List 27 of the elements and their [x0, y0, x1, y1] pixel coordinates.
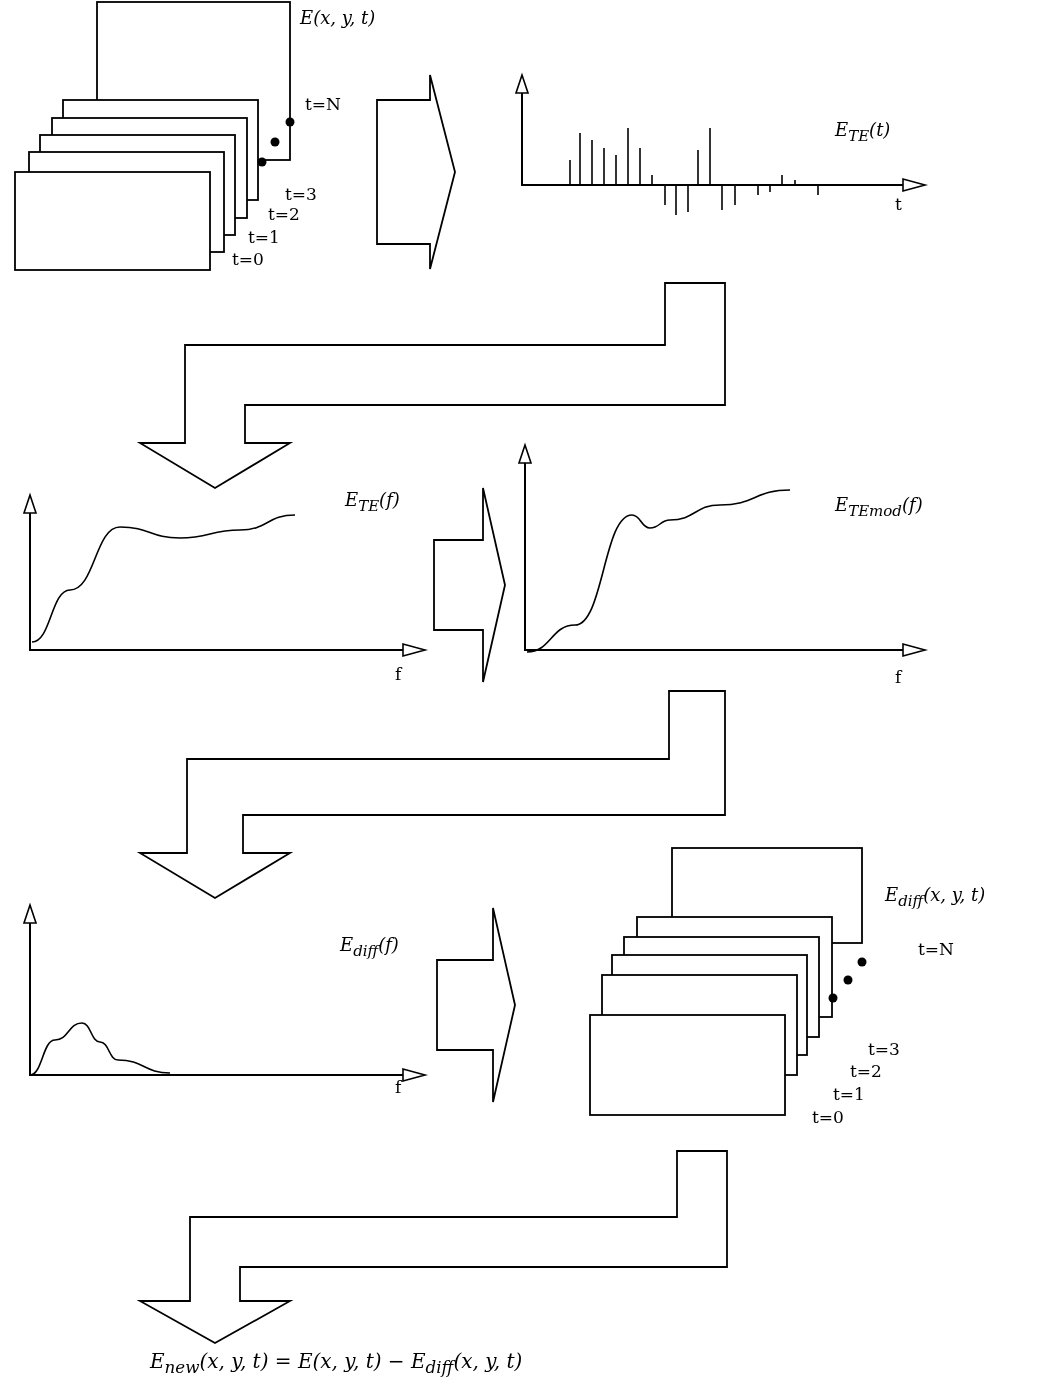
block-arrow — [136, 282, 726, 490]
math-label: E$_{TE}$(f) — [345, 490, 400, 515]
axis-label: t=0 — [232, 250, 264, 269]
block-arrow — [136, 690, 726, 900]
math-label: E$_{TE}$(t) — [835, 120, 891, 145]
math-label: E(x, y, t) — [300, 8, 376, 28]
block-arrow — [433, 487, 506, 683]
axis-label: f — [895, 668, 902, 687]
math-label: E$_{diff}$(f) — [340, 935, 399, 960]
axis-label: f — [395, 665, 402, 684]
block-arrow — [436, 907, 516, 1103]
math-label: E$_{diff}$(x, y, t) — [885, 885, 986, 910]
equation: E$_{new}$(x, y, t) = E(x, y, t) − E$_{diff}$(x, y, t) — [150, 1350, 523, 1378]
axis-label: t=N — [305, 95, 341, 114]
block-arrow — [136, 1150, 728, 1345]
block-arrow — [376, 74, 456, 270]
axis-label: f — [395, 1078, 402, 1097]
axis-label: t=3 — [285, 185, 317, 204]
math-label: E$_{TEmod}$(f) — [835, 495, 923, 520]
axis-label: t=N — [918, 940, 954, 959]
axis-label: t=2 — [850, 1062, 882, 1081]
axis-label: t=1 — [833, 1085, 865, 1104]
axis-label: t=2 — [268, 205, 300, 224]
axis-label: t — [895, 195, 902, 214]
axis-label: t=0 — [812, 1108, 844, 1127]
axis-label: t=1 — [248, 228, 280, 247]
axis-label: t=3 — [868, 1040, 900, 1059]
